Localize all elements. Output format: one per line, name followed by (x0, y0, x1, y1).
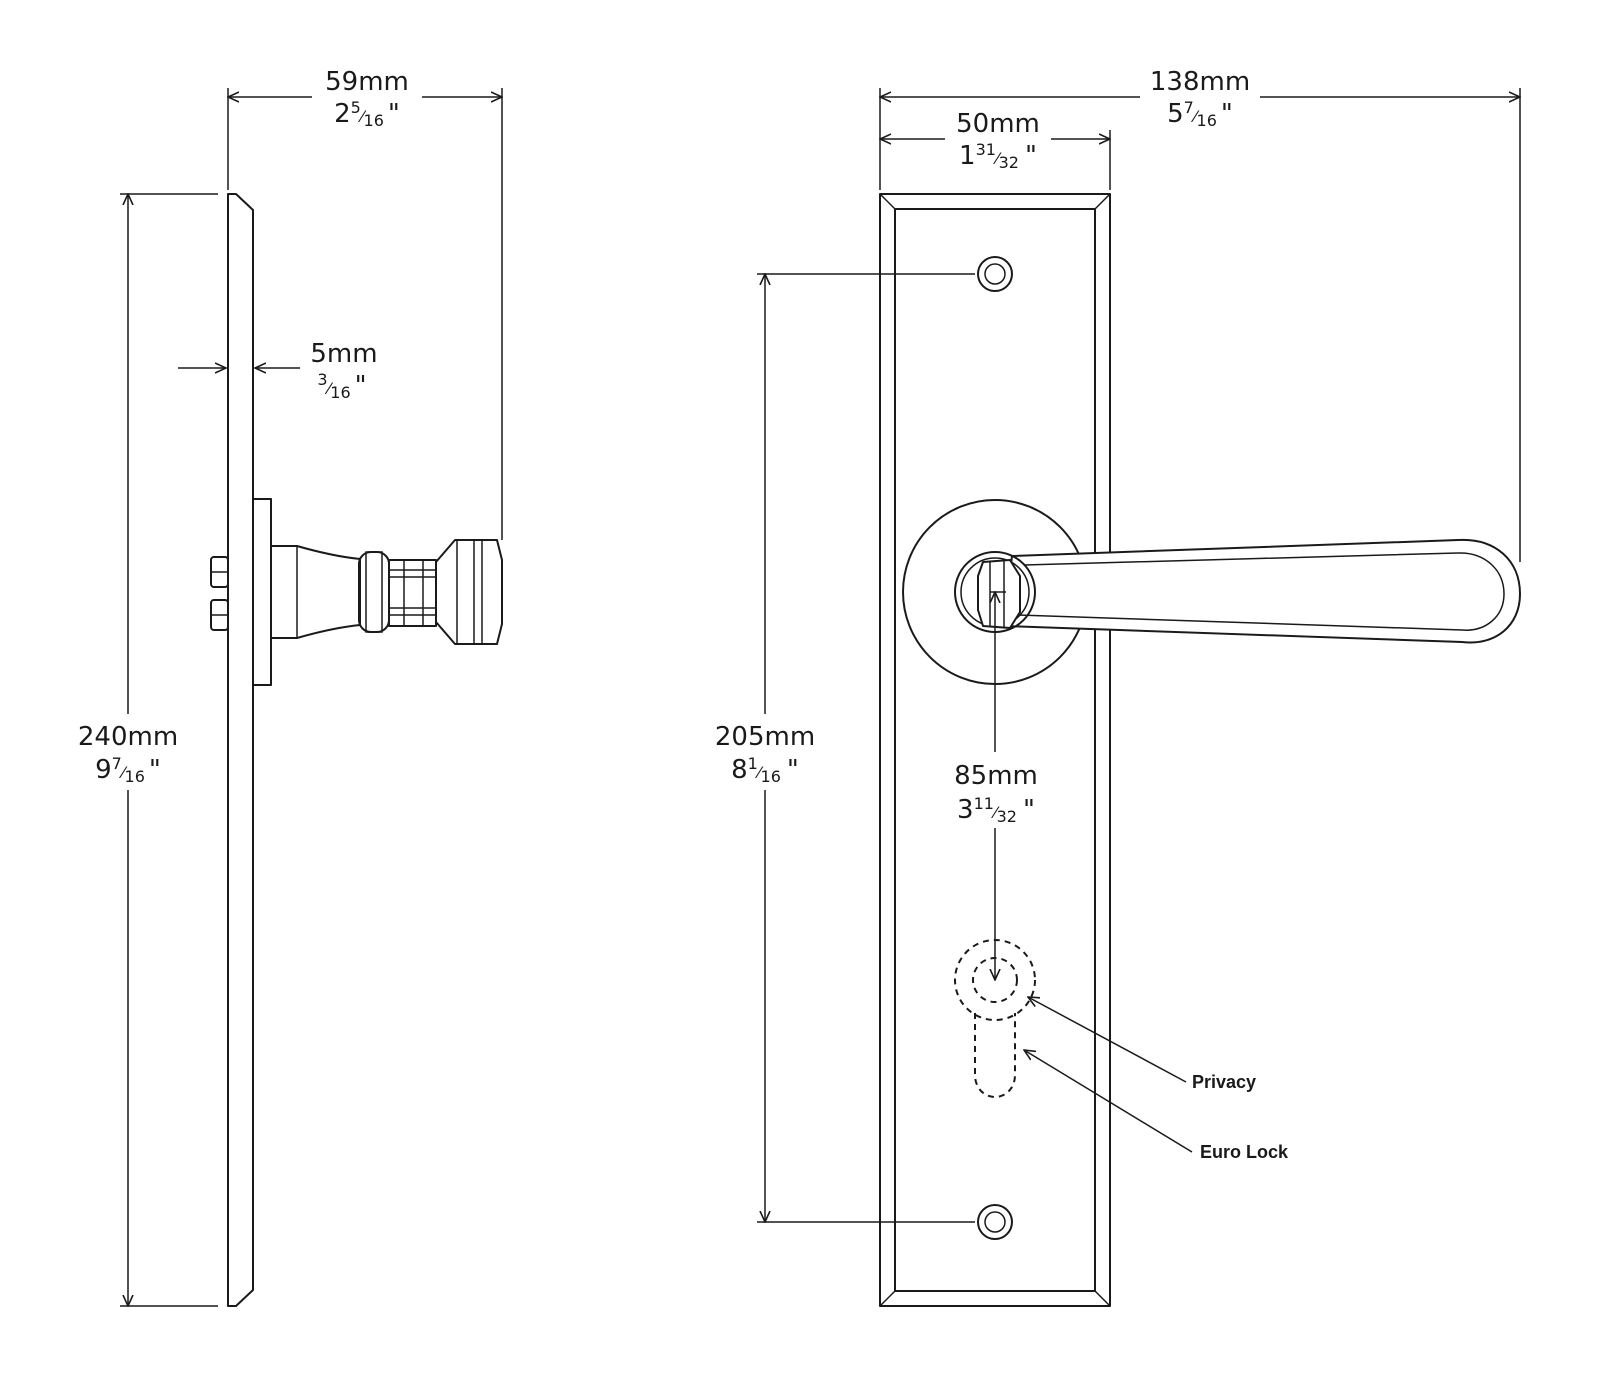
side-thickness-metric: 5mm (310, 339, 377, 369)
lever-handle (1003, 538, 1521, 644)
side-backplate (227, 193, 254, 1307)
svg-text:3⁄16": 3⁄16" (317, 370, 366, 402)
privacy-label: Privacy (1192, 1072, 1256, 1092)
side-view: 59mm 25⁄16" 240mm 97⁄16" 5mm 3⁄16" (68, 60, 503, 1307)
top-screw-hole (977, 256, 1013, 292)
euro-lock-leader (1024, 1050, 1193, 1153)
plate-width-metric: 50mm (956, 109, 1040, 139)
side-end-cap (435, 539, 503, 645)
side-neck (270, 545, 361, 639)
front-view: 138mm 57⁄16" 50mm 131⁄32" 205mm 81⁄16" 8… (706, 60, 1521, 1307)
privacy-leader (1028, 997, 1187, 1083)
backset-metric: 85mm (954, 761, 1038, 791)
side-collar (358, 551, 390, 633)
svg-text:25⁄16": 25⁄16" (334, 98, 400, 130)
side-height-metric: 240mm (78, 722, 178, 752)
svg-text:57⁄16": 57⁄16" (1167, 98, 1233, 130)
overall-width-metric: 138mm (1150, 67, 1250, 97)
euro-lock-label: Euro Lock (1200, 1142, 1289, 1162)
svg-text:97⁄16": 97⁄16" (95, 754, 161, 786)
svg-text:131⁄32": 131⁄32" (959, 140, 1037, 172)
front-backplate-bevel (894, 208, 1096, 1292)
svg-text:311⁄32": 311⁄32" (957, 794, 1035, 826)
bottom-screw-hole (977, 1204, 1013, 1240)
euro-lock-cutout (974, 1013, 1016, 1099)
side-rose (252, 498, 272, 686)
side-width-metric: 59mm (325, 67, 409, 97)
screw-centres-metric: 205mm (715, 722, 815, 752)
front-backplate (879, 193, 1111, 1307)
svg-text:81⁄16": 81⁄16" (731, 754, 799, 786)
